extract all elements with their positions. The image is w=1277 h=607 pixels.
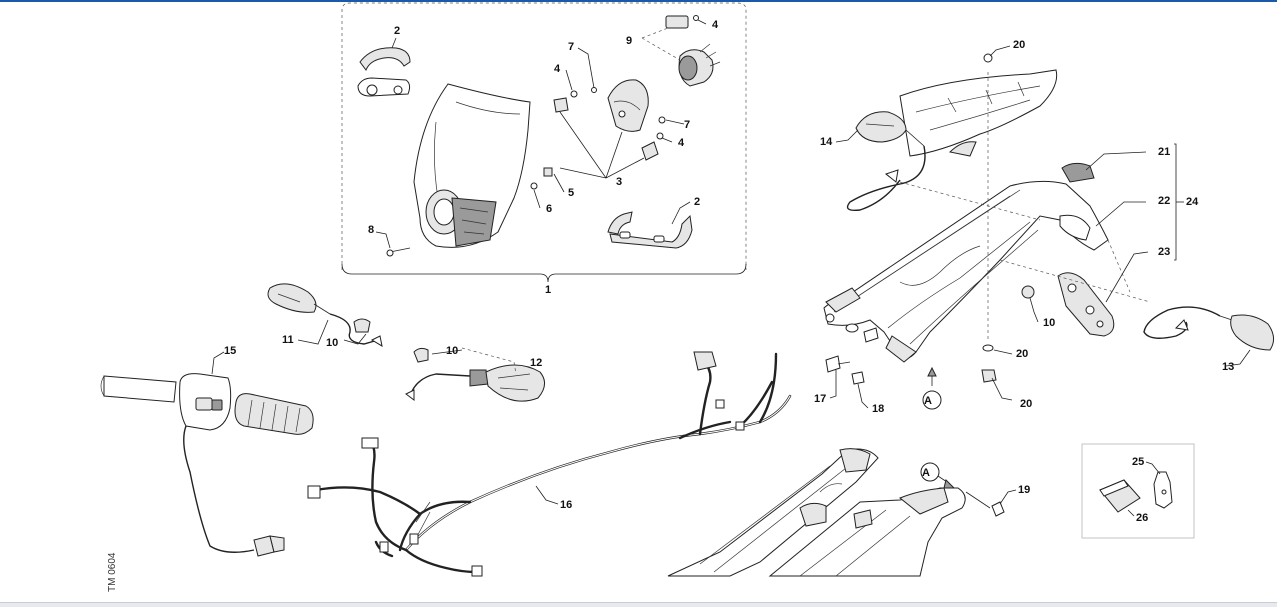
rear-subframe [823,180,1109,363]
callout-20: 20 [1020,398,1032,410]
leader-lines-headlight [375,19,707,249]
tail-light [1061,162,1095,183]
callout-11: 11 [282,334,294,346]
front-right-indicator [405,347,545,402]
callout-9: 9 [626,35,632,47]
front-left-indicator [267,283,383,348]
view-a-arrow-upper [922,366,942,410]
leader-lines-left [211,319,559,505]
callout-17: 17 [814,393,826,405]
callout-14: 14 [820,136,833,148]
callout-10: 10 [1043,317,1055,329]
handlebar-grip [100,373,314,557]
callout-24: 24 [1186,196,1199,208]
callout-2: 2 [394,25,400,37]
rear-left-indicator [846,111,926,212]
callout-19: 19 [1018,484,1030,496]
callout-10: 10 [446,345,458,357]
rear-fender [899,53,1058,157]
relay-detail-box [1081,443,1195,539]
callout-20: 20 [1016,348,1028,360]
callout-5: 5 [568,187,574,199]
callout-22: 22 [1158,195,1170,207]
rear-right-indicator [1143,306,1274,351]
callout-12: 12 [530,357,542,369]
callout-3: 3 [616,176,622,188]
drawing-code: TM 0604 [107,552,118,592]
callout-4: 4 [712,19,719,31]
callout-16: 16 [560,499,572,511]
main-wiring-harness [307,351,792,577]
callout-7: 7 [684,119,690,131]
headlight-assembly-group [341,2,747,283]
callout-18: 18 [872,403,884,415]
leader-lines-rear [829,45,1251,409]
callout-labels: 1 2 2 3 4 4 4 5 6 7 7 8 9 10 10 10 11 12… [107,19,1234,592]
callout-25: 25 [1132,456,1144,468]
callout-10: 10 [326,337,338,349]
callout-4: 4 [678,137,685,149]
view-a-arrow-lower [920,462,956,489]
callout-23: 23 [1158,246,1170,258]
callout-26: 26 [1136,512,1148,524]
top-accent-bar [0,0,1277,2]
headlight-bulb [665,15,721,87]
fasteners-headlight [386,15,699,257]
headlight-bracket-lower [607,211,693,249]
callout-13: 13 [1222,361,1234,373]
view-marker-a: A [924,395,932,407]
callout-21: 21 [1158,146,1170,158]
leader-lines-detail [999,489,1017,505]
bottom-scroll-strip [0,602,1277,607]
view-marker-a: A [922,467,930,479]
frame-detail-view [667,448,1005,577]
callout-15: 15 [224,345,236,357]
headlight-bracket-upper [357,47,411,97]
callout-2: 2 [694,196,700,208]
callout-1: 1 [545,284,551,296]
callout-7: 7 [568,41,574,53]
callout-8: 8 [368,224,374,236]
callout-6: 6 [546,203,552,215]
callout-4: 4 [554,63,561,75]
fasteners-rear [825,285,1035,385]
headlight-housing [553,79,659,161]
callout-20: 20 [1013,39,1025,51]
headlight-fairing [413,83,531,248]
license-plate-holder [1057,272,1115,337]
